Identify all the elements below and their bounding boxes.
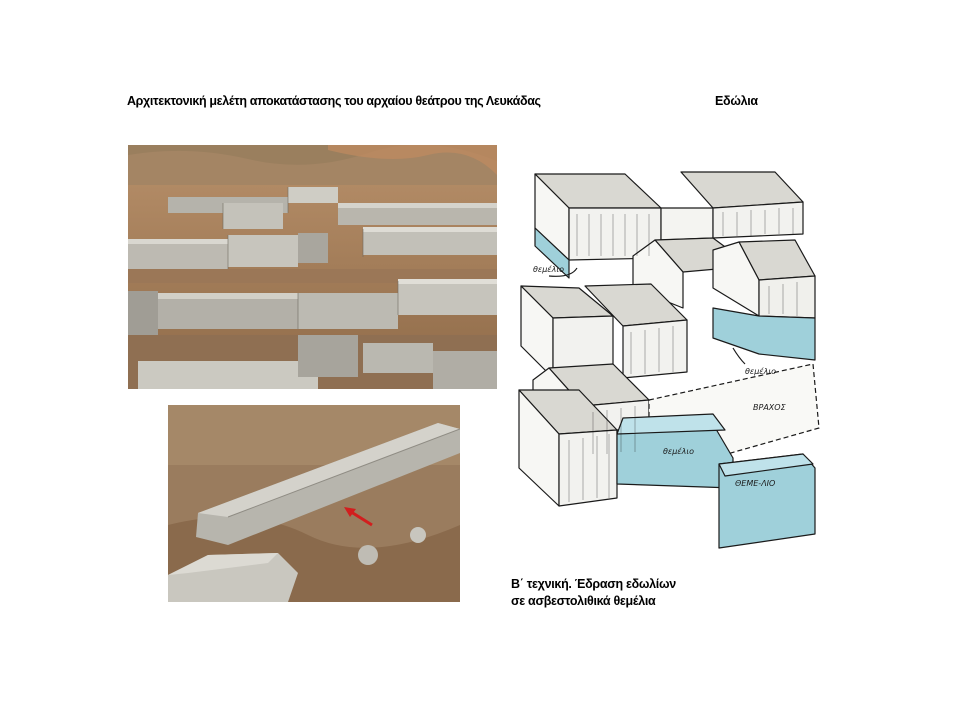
caption-line-2: σε ασβεστολιθικά θεμέλια bbox=[511, 594, 656, 608]
page-title: Αρχιτεκτονική μελέτη αποκατάστασης του α… bbox=[127, 94, 541, 108]
label-themelio-lower: θεμέλιο bbox=[663, 446, 694, 456]
label-themelio-bottom: ΘΕΜΕ-ΛΙΟ bbox=[735, 479, 775, 488]
label-themelio-right: θεμέλιο bbox=[745, 366, 776, 376]
label-vrachos: ΒΡΑΧΟΣ bbox=[753, 403, 787, 412]
section-title: Εδώλια bbox=[715, 94, 758, 108]
seat-foundation-sketch: θεμέλιο θεμέλιο ΒΡΑΧΟΣ θεμέλιο ΘΕΜΕ-ΛΙΟ bbox=[513, 168, 823, 556]
theatre-seats-photo bbox=[128, 145, 497, 389]
caption-line-1: Β΄ τεχνική. Έδραση εδωλίων bbox=[511, 577, 676, 591]
stone-block-photo bbox=[168, 405, 460, 602]
label-themelio-upper: θεμέλιο bbox=[533, 264, 564, 274]
figure-caption: Β΄ τεχνική. Έδραση εδωλίων σε ασβεστολιθ… bbox=[511, 576, 676, 610]
